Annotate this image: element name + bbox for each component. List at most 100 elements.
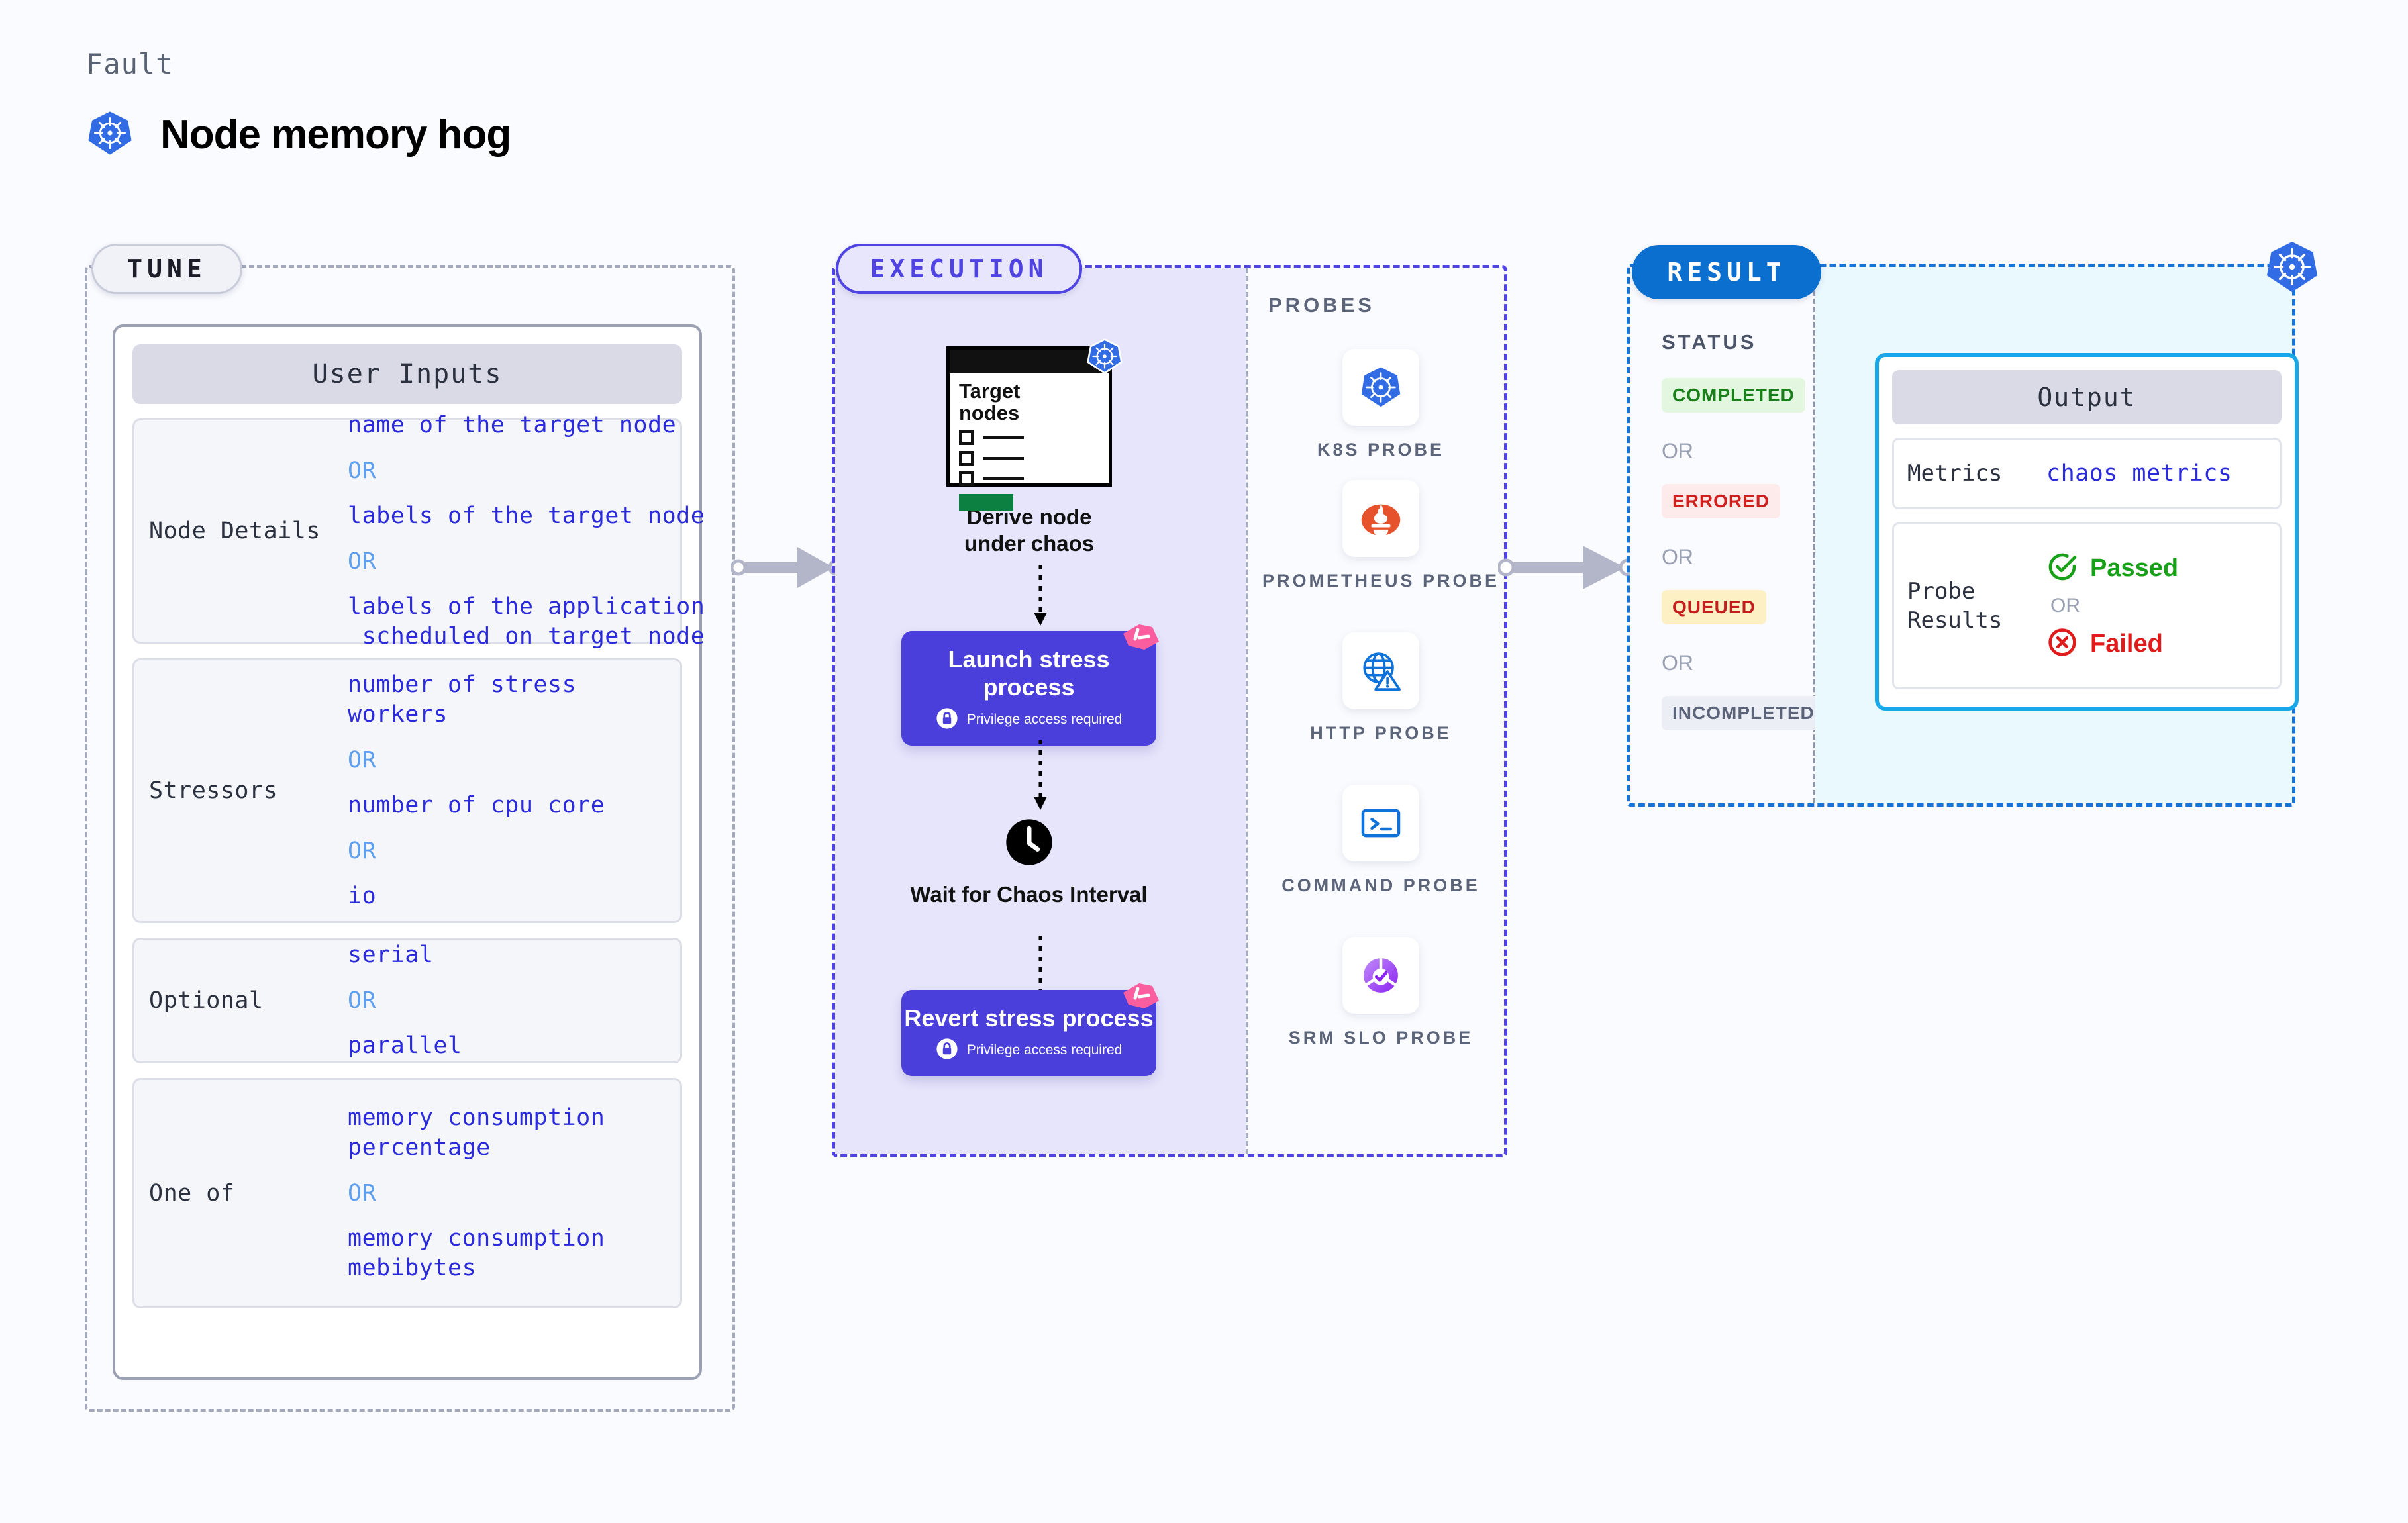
probe-item-prometheus[interactable]: PROMETHEUS PROBE bbox=[1248, 480, 1513, 593]
output-row-label: Metrics bbox=[1907, 460, 2003, 487]
or-separator: OR bbox=[348, 837, 377, 864]
probe-item-command[interactable]: COMMAND PROBE bbox=[1248, 785, 1513, 897]
wait-for-chaos-step[interactable]: Wait for Chaos Interval bbox=[901, 818, 1156, 908]
or-separator: OR bbox=[2050, 595, 2080, 616]
input-value: memory consumption mebibytes bbox=[348, 1225, 605, 1281]
step-title: Launch stress process bbox=[948, 646, 1110, 701]
launch-stress-process-card[interactable]: Launch stress process Privilege access r… bbox=[901, 624, 1159, 746]
status-column: STATUS COMPLETED OR ERRORED OR QUEUED OR… bbox=[1630, 267, 1825, 803]
output-row-values: Passed OR Failed bbox=[2046, 551, 2266, 661]
placeholder-line bbox=[983, 477, 1024, 480]
output-row-probe-results[interactable]: Probe Results Passed OR bbox=[1892, 522, 2282, 689]
input-value: io bbox=[348, 882, 377, 909]
revert-stress-process-card[interactable]: Revert stress process Privilege access r… bbox=[901, 983, 1159, 1077]
chaos-ribbon-icon bbox=[1122, 982, 1162, 1022]
connector-tune-to-execution bbox=[731, 547, 844, 588]
globe-warning-icon bbox=[1342, 632, 1419, 709]
terminal-icon bbox=[1342, 785, 1419, 861]
probe-label: SRM SLO PROBE bbox=[1288, 1028, 1474, 1048]
checkbox-icon bbox=[959, 471, 974, 486]
checkbox-row bbox=[959, 430, 1109, 445]
lock-icon bbox=[936, 707, 958, 732]
input-value: parallel bbox=[348, 1032, 462, 1059]
or-separator: OR bbox=[348, 987, 377, 1014]
target-nodes-card: Target nodes bbox=[946, 338, 1123, 511]
passed-label: Passed bbox=[2090, 554, 2179, 582]
input-row-stressors[interactable]: Stressors number of stress workers OR nu… bbox=[132, 658, 682, 923]
stage-pill-execution[interactable]: EXECUTION bbox=[836, 244, 1082, 294]
input-row-one-of[interactable]: One of memory consumption percentage OR … bbox=[132, 1078, 682, 1308]
check-circle-icon bbox=[2046, 551, 2078, 585]
privilege-text: Privilege access required bbox=[966, 1042, 1123, 1058]
input-row-values: serial OR parallel bbox=[348, 940, 666, 1061]
or-separator: OR bbox=[348, 458, 377, 485]
clock-icon bbox=[1005, 818, 1054, 869]
or-separator: OR bbox=[348, 1180, 377, 1206]
checkbox-icon bbox=[959, 450, 974, 466]
output-row-values: chaos metrics bbox=[2046, 459, 2266, 489]
target-nodes-step[interactable]: Target nodes bbox=[946, 338, 1123, 558]
status-badge-errored: ERRORED bbox=[1662, 484, 1781, 518]
privilege-note: Privilege access required bbox=[901, 707, 1156, 732]
or-separator: OR bbox=[1662, 439, 1693, 463]
step-title: Revert stress process bbox=[904, 1005, 1154, 1032]
or-separator: OR bbox=[1662, 545, 1693, 569]
status-badge-completed: COMPLETED bbox=[1662, 378, 1805, 413]
probe-result-failed: Failed bbox=[2046, 626, 2266, 661]
placeholder-line bbox=[983, 456, 1024, 460]
probes-column: PROBES K8S PROBE bbox=[1246, 268, 1511, 1154]
stage-pill-result[interactable]: RESULT bbox=[1632, 245, 1821, 299]
execution-panel: Target nodes bbox=[832, 265, 1507, 1157]
input-value: serial bbox=[348, 942, 434, 969]
input-row-label: Node Details bbox=[149, 518, 321, 544]
flow-connector-arrow bbox=[1034, 740, 1047, 810]
input-value: number of cpu core bbox=[348, 792, 605, 818]
checkbox-row bbox=[959, 450, 1109, 466]
chaos-ribbon-icon bbox=[1122, 623, 1162, 663]
page-title: Node memory hog bbox=[160, 111, 511, 158]
checkbox-row bbox=[959, 471, 1109, 486]
result-output-area: Output Metrics chaos metrics Probe Resul… bbox=[1815, 267, 2299, 803]
metrics-value: chaos metrics bbox=[2046, 460, 2232, 487]
output-card: Output Metrics chaos metrics Probe Resul… bbox=[1875, 353, 2299, 711]
prometheus-icon bbox=[1342, 480, 1419, 557]
fault-title-row: Node memory hog bbox=[86, 109, 511, 160]
x-circle-icon bbox=[2046, 626, 2078, 661]
input-row-node-details[interactable]: Node Details name of the target node OR … bbox=[132, 412, 705, 650]
or-separator: OR bbox=[1662, 651, 1693, 675]
privilege-text: Privilege access required bbox=[966, 711, 1123, 727]
connector-execution-to-result bbox=[1498, 546, 1637, 589]
result-panel: STATUS COMPLETED OR ERRORED OR QUEUED OR… bbox=[1627, 241, 2318, 807]
probe-item-srm-slo[interactable]: SRM SLO PROBE bbox=[1248, 937, 1513, 1050]
probe-label: COMMAND PROBE bbox=[1281, 875, 1480, 895]
stage-pill-tune[interactable]: TUNE bbox=[91, 244, 242, 294]
input-value: labels of the target node bbox=[348, 503, 705, 530]
probe-item-k8s[interactable]: K8S PROBE bbox=[1248, 349, 1513, 462]
placeholder-line bbox=[983, 436, 1024, 439]
output-row-metrics[interactable]: Metrics chaos metrics bbox=[1892, 438, 2282, 509]
input-value: labels of the application scheduled on t… bbox=[348, 593, 705, 650]
input-row-label: Stressors bbox=[149, 777, 278, 804]
probe-item-http[interactable]: HTTP PROBE bbox=[1248, 632, 1513, 745]
or-separator: OR bbox=[348, 548, 377, 575]
derive-node-caption: Derive node under chaos bbox=[964, 505, 1095, 556]
output-header: Output bbox=[1892, 370, 2282, 424]
kubernetes-icon bbox=[1086, 338, 1123, 377]
kubernetes-icon bbox=[2264, 239, 2320, 297]
probe-label: K8S PROBE bbox=[1317, 440, 1445, 460]
checkbox-icon bbox=[959, 430, 974, 445]
input-row-optional[interactable]: Optional serial OR parallel bbox=[132, 938, 682, 1063]
lock-icon bbox=[936, 1038, 958, 1063]
status-section-label: STATUS bbox=[1662, 330, 1757, 354]
input-value: memory consumption percentage bbox=[348, 1105, 605, 1161]
status-badge-queued: QUEUED bbox=[1662, 590, 1766, 624]
input-row-label: Optional bbox=[149, 987, 264, 1014]
probe-result-passed: Passed bbox=[2046, 551, 2266, 585]
output-row-label: Probe Results bbox=[1907, 577, 2003, 634]
input-row-values: number of stress workers OR number of cp… bbox=[348, 670, 666, 910]
input-value: name of the target node bbox=[348, 412, 677, 439]
probe-label: PROMETHEUS PROBE bbox=[1262, 571, 1500, 591]
fault-eyebrow-label: Fault bbox=[86, 48, 174, 80]
input-row-values: memory consumption percentage OR memory … bbox=[348, 1103, 666, 1283]
user-inputs-card: User Inputs Node Details name of the tar… bbox=[113, 324, 705, 1380]
